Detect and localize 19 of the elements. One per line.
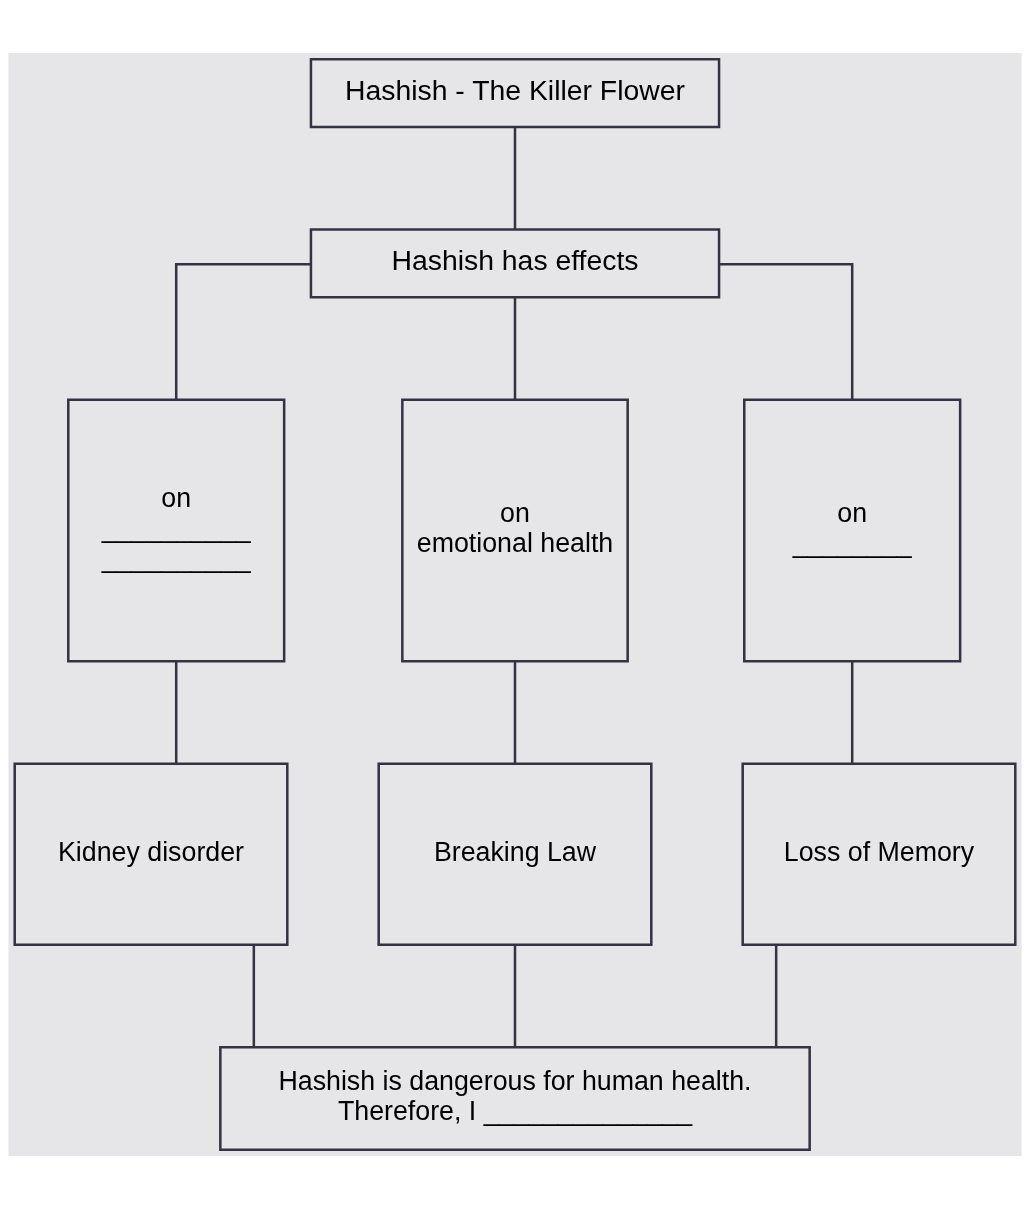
connector bbox=[174, 661, 178, 763]
connector bbox=[850, 661, 854, 763]
connector bbox=[174, 262, 311, 400]
connector bbox=[513, 126, 517, 229]
connector bbox=[719, 262, 854, 400]
node-box: Breaking Law bbox=[377, 761, 653, 946]
node-box: Loss of Memory bbox=[741, 761, 1017, 946]
node-box: on ________ bbox=[743, 397, 962, 662]
connector bbox=[774, 944, 778, 1047]
connector bbox=[252, 944, 256, 1047]
connector bbox=[513, 944, 517, 1047]
node-box: Hashish is dangerous for human health. Therefore, I ______________ bbox=[219, 1045, 811, 1151]
node-box: on __________ __________ bbox=[67, 397, 286, 662]
node-box: on emotional health bbox=[401, 397, 629, 662]
node-box: Kidney disorder bbox=[13, 761, 289, 946]
connector bbox=[513, 297, 517, 399]
node-box: Hashish - The Killer Flower bbox=[309, 57, 721, 128]
connector bbox=[513, 661, 517, 763]
node-box: Hashish has effects bbox=[309, 227, 721, 298]
